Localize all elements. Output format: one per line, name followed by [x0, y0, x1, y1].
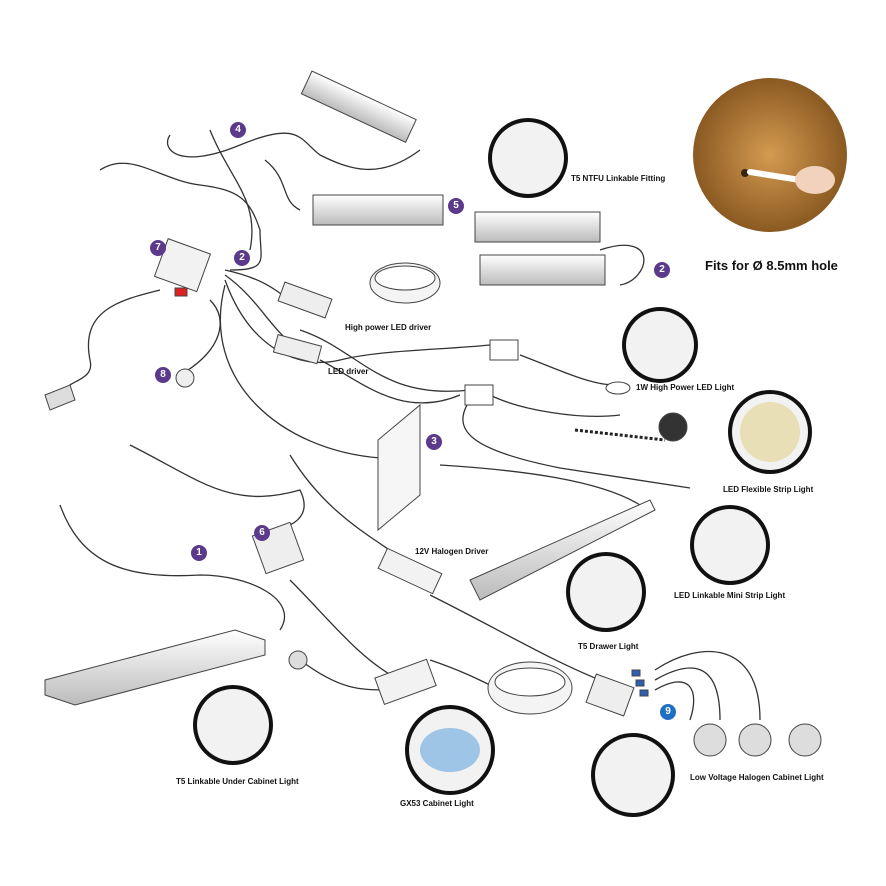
label-mini-strip: LED Linkable Mini Strip Light: [674, 591, 786, 600]
badge-2-right: 2: [654, 262, 670, 278]
badge-7: 7: [150, 240, 166, 256]
badge-5: 5: [448, 198, 464, 214]
label-hole-size: Fits for Ø 8.5mm hole: [705, 258, 838, 273]
badge-9: 9: [660, 704, 676, 720]
badge-1: 1: [191, 545, 207, 561]
label-flex-strip: LED Flexible Strip Light: [723, 485, 814, 494]
badge-2: 2: [234, 250, 250, 266]
fixtures: [44, 70, 822, 757]
label-led-driver: LED driver: [328, 367, 369, 376]
label-t5-fitting: T5 NTFU Linkable Fitting: [571, 174, 666, 183]
callout-bubbles: [193, 78, 847, 817]
label-gx53: GX53 Cabinet Light: [400, 799, 474, 808]
badge-6: 6: [254, 525, 270, 541]
label-high-power-driver: High power LED driver: [345, 323, 432, 332]
badge-8: 8: [155, 367, 171, 383]
label-drawer-light: T5 Drawer Light: [578, 642, 639, 651]
badge-4: 4: [230, 122, 246, 138]
label-1w-light: 1W High Power LED Light: [636, 383, 735, 392]
label-halogen-driver: 12V Halogen Driver: [415, 547, 489, 556]
label-under-cabinet: T5 Linkable Under Cabinet Light: [176, 777, 299, 786]
badge-3: 3: [426, 434, 442, 450]
label-halogen-light: Low Voltage Halogen Cabinet Light: [690, 773, 824, 782]
